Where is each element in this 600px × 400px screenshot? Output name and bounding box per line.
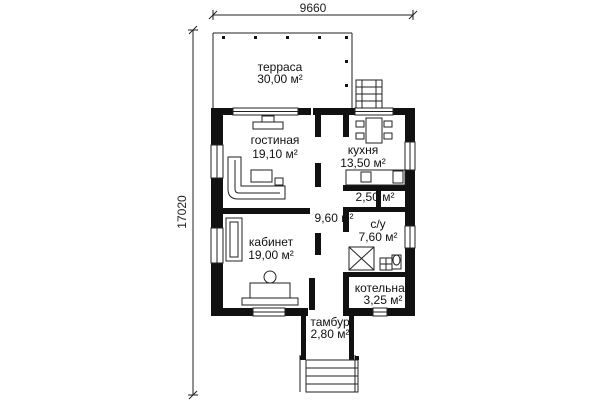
bathroom-area: 7,60 м² — [359, 230, 398, 244]
living-room-area: 19,10 м² — [252, 147, 298, 161]
width-dimension: 9660 — [208, 1, 418, 20]
width-dimension-label: 9660 — [300, 1, 327, 15]
kitchen-name: кухня — [348, 143, 379, 157]
height-dimension-label: 17020 — [175, 195, 189, 229]
storage-area: 2,50 м² — [356, 190, 395, 204]
office-furniture — [225, 217, 299, 306]
boiler-room-area: 3,25 м² — [364, 293, 403, 307]
office-name: кабинет — [249, 235, 294, 249]
terrace-steps — [355, 79, 383, 109]
terrace — [212, 32, 353, 108]
terrace-area: 30,00 м² — [257, 72, 303, 86]
bathroom-fixtures — [348, 246, 402, 271]
windows — [210, 107, 416, 317]
living-room-furniture — [227, 115, 286, 200]
terrace-name: терраса — [258, 60, 303, 74]
bathroom-name: с/у — [370, 217, 385, 231]
room-labels: терраса 30,00 м² гостиная 19,10 м² кухня… — [248, 60, 411, 341]
living-room-name: гостиная — [251, 133, 300, 147]
kitchen-area: 13,50 м² — [340, 156, 386, 170]
interior-walls — [223, 115, 405, 310]
vestibule-name: тамбур — [310, 315, 350, 329]
vestibule-area: 2,80 м² — [311, 327, 350, 341]
boiler-room-name: котельная — [355, 281, 411, 295]
height-dimension: 17020 — [175, 25, 198, 400]
office-area: 19,00 м² — [248, 248, 294, 262]
hall-area: 9,60 м² — [315, 211, 354, 225]
entrance-steps — [299, 316, 359, 393]
kitchen-furniture — [345, 117, 406, 186]
